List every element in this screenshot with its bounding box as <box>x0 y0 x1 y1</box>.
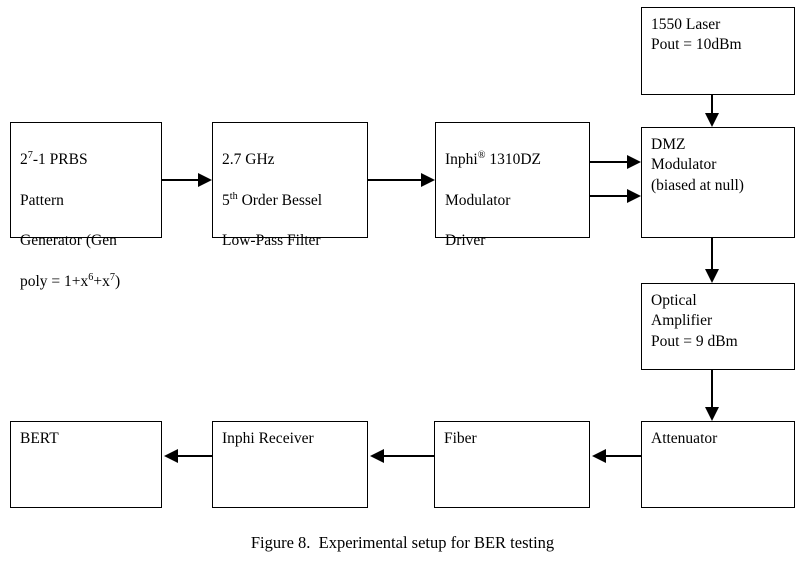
filter-line-3: Low-Pass Filter <box>222 232 321 250</box>
connector-prbs-to-filter <box>162 170 214 190</box>
block-1550-laser: 1550 Laser Pout = 10dBm <box>641 7 795 95</box>
connector-filter-to-driver <box>368 170 437 190</box>
block-fiber: Fiber <box>434 421 590 508</box>
filter-line-2: 5th Order Bessel <box>222 190 323 209</box>
prbs-exponent-7b: 7 <box>109 271 116 283</box>
connector-amplifier-to-attenuator <box>702 370 722 423</box>
driver-line-3: Driver <box>445 232 486 250</box>
connector-receiver-to-bert <box>160 446 214 466</box>
block-inphi-modulator-driver: Inphi® 1310DZ Modulator Driver <box>435 122 590 249</box>
prbs-line-2: Pattern <box>20 191 64 209</box>
figure-caption: Figure 8. Experimental setup for BER tes… <box>250 533 555 552</box>
filter-ordinal-th: th <box>229 190 238 202</box>
block-bert: BERT <box>10 421 162 508</box>
block-dmz-modulator: DMZ Modulator (biased at null) <box>641 127 795 238</box>
block-prbs-pattern-generator: 27-1 PRBS Pattern Generator (Gen poly = … <box>10 122 162 290</box>
connector-driver-to-dmz-lower <box>590 186 643 206</box>
block-inphi-receiver: Inphi Receiver <box>212 421 368 508</box>
connector-fiber-to-receiver <box>366 446 436 466</box>
driver-line-2: Modulator <box>445 191 511 209</box>
prbs-exponent-7: 7 <box>27 150 33 162</box>
block-optical-amplifier: Optical Amplifier Pout = 9 dBm <box>641 283 795 370</box>
connector-attenuator-to-fiber <box>588 446 643 466</box>
registered-trademark-icon: ® <box>477 150 486 162</box>
connector-driver-to-dmz-upper <box>590 152 643 172</box>
block-attenuator: Attenuator <box>641 421 795 508</box>
filter-line-1: 2.7 GHz <box>222 151 275 169</box>
prbs-line-1: 27-1 PRBS <box>20 150 88 169</box>
block-bessel-low-pass-filter: 2.7 GHz 5th Order Bessel Low-Pass Filter <box>212 122 368 249</box>
connector-laser-to-dmz <box>702 95 722 129</box>
prbs-exponent-6: 6 <box>88 271 94 283</box>
driver-line-1: Inphi® 1310DZ <box>445 150 542 169</box>
prbs-line-4: poly = 1+x6+x7) <box>20 271 121 291</box>
prbs-line-3: Generator (Gen <box>20 232 117 250</box>
connector-dmz-to-amplifier <box>702 238 722 285</box>
